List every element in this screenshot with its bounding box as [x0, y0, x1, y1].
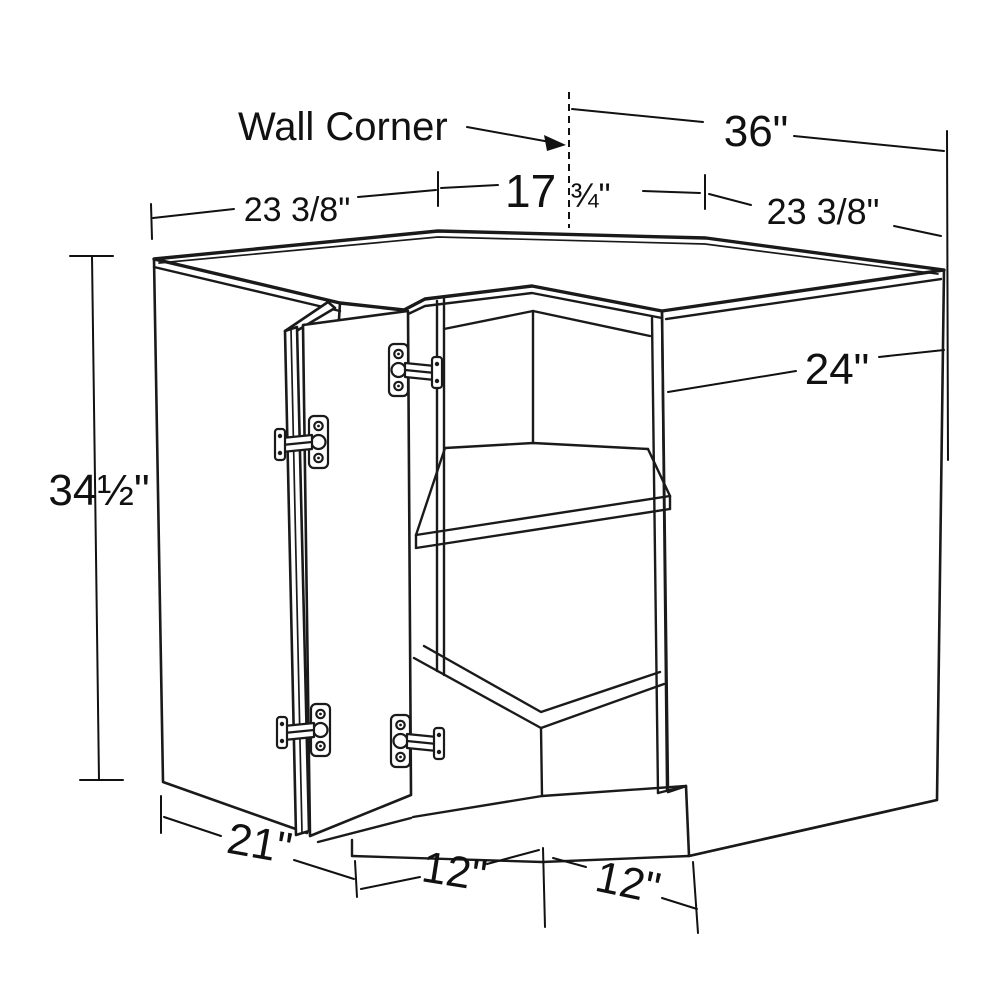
arrowhead-icon [544, 135, 566, 151]
dim-back-left: 23 3/8" [150, 171, 439, 240]
dim-top-width: 36" [571, 107, 949, 461]
dim-toe-left: 12" [360, 842, 546, 928]
dim-toe-right: 12" [552, 852, 699, 934]
toe-kick [316, 656, 939, 864]
dim-label-36: 36" [724, 107, 789, 156]
countertop-edge-right [664, 277, 943, 321]
cabinet-interior [402, 291, 672, 714]
countertop-edge-left [152, 265, 342, 313]
cabinet-body [152, 229, 946, 864]
dim-right-depth: 24" [667, 345, 945, 394]
door-panel [301, 309, 413, 838]
dim-label-23-38-left: 23 3/8" [244, 191, 351, 229]
countertop-surface [152, 229, 946, 313]
wall-corner-label: Wall Corner [238, 105, 448, 149]
dim-label-12-right: 12" [591, 852, 664, 913]
dim-label-34-12: 34½" [48, 466, 149, 515]
countertop-back-reveal [158, 236, 939, 275]
dim-label-23-38-right: 23 3/8" [767, 191, 880, 232]
cabinet-door-open [283, 300, 413, 838]
hinge-top-right [387, 342, 444, 398]
dim-wall-corner: Wall Corner [238, 92, 570, 228]
dim-label-21: 21" [223, 814, 295, 873]
countertop [152, 229, 946, 321]
dim-height: 34½" [48, 255, 150, 781]
dim-label-24: 24" [805, 345, 870, 394]
dim-back-right: 23 3/8" [708, 191, 942, 237]
hinge-bottom-right [389, 713, 446, 769]
dim-label-12-left: 12" [419, 842, 490, 900]
right-side-panel [660, 268, 946, 858]
dim-left-base: 21" [160, 795, 358, 898]
shelf [414, 446, 672, 550]
